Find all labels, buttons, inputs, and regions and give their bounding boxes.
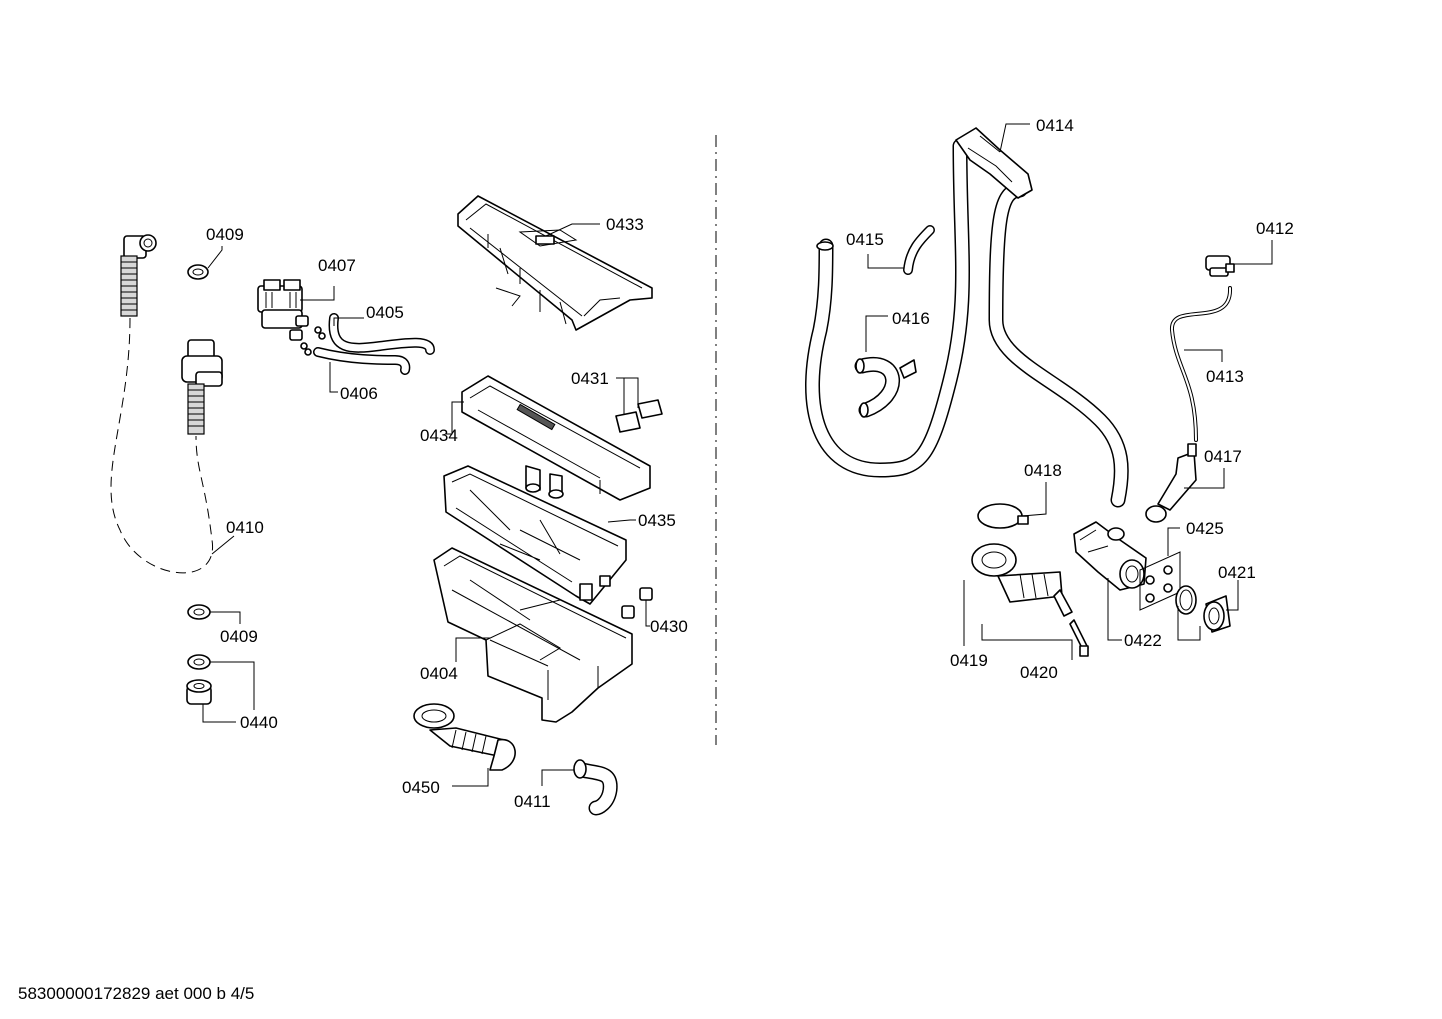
label-0411: 0411 [514,792,551,811]
label-0418: 0418 [1024,461,1062,480]
part-0412-pressure-sensor [1205,255,1235,277]
part-0440-sleeve [186,654,212,705]
label-0414: 0414 [1036,116,1074,135]
part-0405-hose [328,313,435,355]
label-0416: 0416 [892,309,930,328]
label-0430: 0430 [650,617,688,636]
label-0412: 0412 [1256,219,1294,238]
part-0434-detergent-drawer [461,375,651,501]
part-0418-hose-clamp [977,503,1029,529]
part-0409-washer-top [187,264,209,280]
part-0411-elbow [573,759,618,816]
label-0425: 0425 [1186,519,1224,538]
part-0417-air-chamber [1145,443,1197,523]
part-0420-screw [1069,619,1089,657]
label-0405: 0405 [366,303,404,322]
part-0406-hose [313,347,411,375]
part-0413-pressure-tube [1169,286,1233,442]
part-0409-washer-bottom [187,604,211,620]
part-0433-dispenser-cover [457,195,653,331]
label-0422: 0422 [1124,631,1162,650]
label-0431: 0431 [571,369,609,388]
label-0404: 0404 [420,664,458,683]
part-0431-pads [615,399,663,433]
part-0415-hose [903,225,935,275]
label-0435: 0435 [638,511,676,530]
label-0419: 0419 [950,651,988,670]
label-0409-top: 0409 [206,225,244,244]
part-0404-tray-housing [433,547,633,723]
label-0434: 0434 [420,426,458,445]
part-0419-sump-hose [971,543,1073,617]
label-0413: 0413 [1206,367,1244,386]
part-0421-pump-filter [1175,585,1231,633]
label-0417: 0417 [1204,447,1242,466]
part-0435-dispenser-housing [443,465,627,605]
label-0420: 0420 [1020,663,1058,682]
label-0410: 0410 [226,518,264,537]
label-0415: 0415 [846,230,884,249]
label-0406: 0406 [340,384,378,403]
part-valve-fittings [300,326,326,356]
label-0409-bottom: 0409 [220,627,258,646]
part-0416-u-hose [854,356,917,418]
part-0422-drain-pump [1073,521,1147,591]
part-0414-drain-hose [805,127,1129,508]
label-0450: 0450 [402,778,440,797]
label-0433: 0433 [606,215,644,234]
part-0407-valve [257,279,309,341]
part-0410-inlet-hose [110,234,223,574]
label-0421: 0421 [1218,563,1256,582]
label-0407: 0407 [318,256,356,275]
part-0450-bellows [413,703,516,771]
document-id: 58300000172829 aet 000 b 4/5 [18,984,254,1003]
label-0440: 0440 [240,713,278,732]
part-0430-screws [621,587,653,619]
